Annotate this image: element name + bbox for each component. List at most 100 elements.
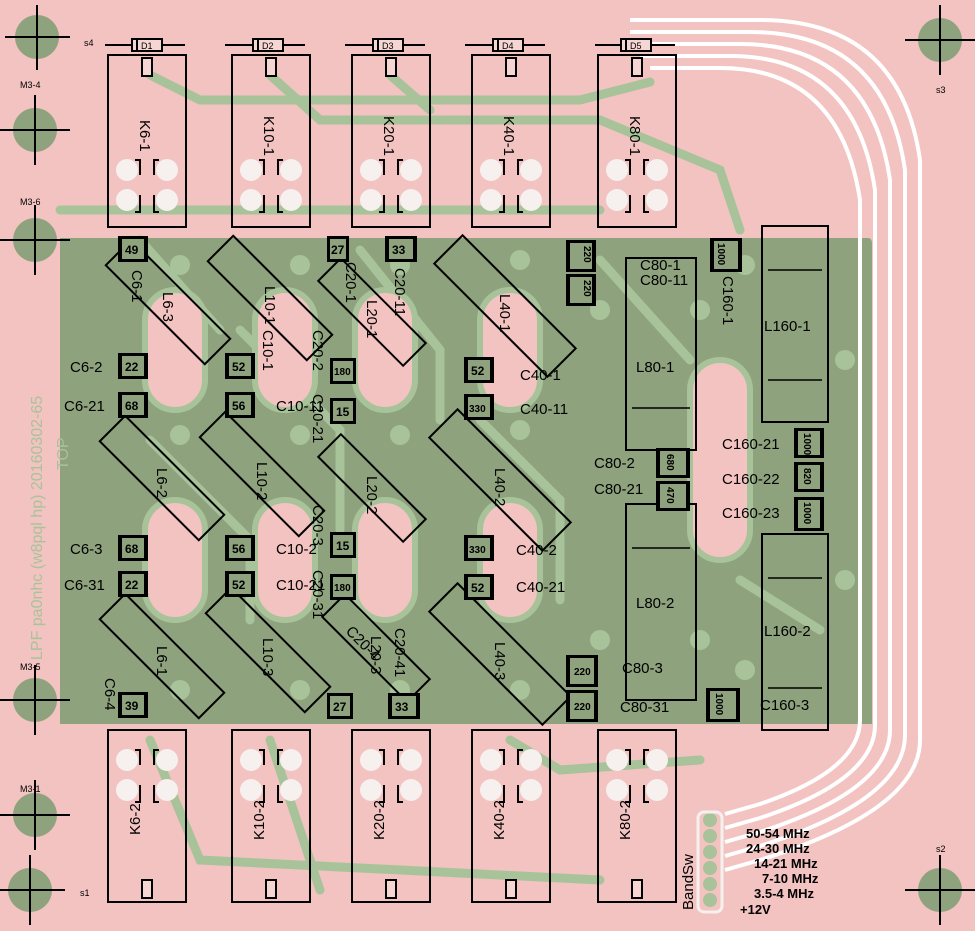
cap-label: C6-3 [70, 541, 103, 558]
svg-text:820: 820 [801, 468, 812, 485]
cap-label: C10-1 [259, 330, 276, 371]
inductor-l6-2: L6-2 [98, 414, 226, 542]
svg-text:1000: 1000 [715, 243, 726, 266]
bandsw-pin: 24-30 MHz [746, 841, 810, 856]
cap-c160-22: 820 [794, 462, 824, 492]
svg-text:K6-1: K6-1 [136, 120, 153, 152]
svg-text:L40-3: L40-3 [491, 642, 508, 680]
cap-label: C10-2 [276, 541, 317, 558]
mounting-hole [905, 5, 975, 75]
svg-text:D3: D3 [382, 41, 394, 51]
svg-text:33: 33 [395, 700, 409, 714]
cap-label: C20-1 [342, 262, 359, 303]
cap-label: C6-21 [64, 398, 105, 415]
svg-text:180: 180 [334, 367, 351, 378]
hole-label-s2: s2 [936, 844, 946, 854]
svg-text:52: 52 [471, 581, 485, 595]
cap-label: C160-21 [722, 436, 780, 453]
svg-text:180: 180 [334, 583, 351, 594]
cap-label: C160-1 [719, 276, 736, 325]
svg-text:L10-3: L10-3 [259, 638, 276, 676]
cap-label: C80-3 [622, 660, 663, 677]
cap-c20-41: 33 [388, 693, 420, 719]
cap-label: C20-11 [391, 268, 408, 316]
svg-text:L160-1: L160-1 [764, 318, 811, 335]
svg-text:K80-2: K80-2 [617, 800, 634, 840]
inductor-l40-1: L40-1 [432, 233, 578, 379]
cap-c10-21: 52 [225, 571, 255, 597]
cap-label: C40-21 [516, 579, 565, 596]
svg-text:27: 27 [333, 700, 347, 714]
svg-text:K10-1: K10-1 [260, 116, 277, 156]
inductor-l40-2: L40-2 [427, 407, 573, 553]
board-side-label: LPF pa0nhc (w8pql hp) 20160302-65 [29, 396, 46, 660]
cap-label: C80-31 [620, 699, 669, 716]
svg-text:52: 52 [232, 578, 246, 592]
cap-c6-1: 49 [118, 236, 148, 262]
svg-text:52: 52 [471, 364, 485, 378]
svg-text:L40-2: L40-2 [491, 468, 508, 506]
hole-label-s1: s1 [80, 888, 90, 898]
svg-text:1000: 1000 [713, 693, 724, 716]
svg-text:27: 27 [331, 243, 345, 257]
hole-label-s4: s4 [84, 38, 94, 48]
svg-text:K20-1: K20-1 [380, 116, 397, 156]
svg-text:L160-2: L160-2 [764, 623, 811, 640]
svg-text:68: 68 [125, 542, 139, 556]
bandsw-pin: +12V [740, 902, 771, 917]
svg-text:K6-2: K6-2 [127, 803, 144, 835]
cap-label: C80-21 [594, 481, 643, 498]
svg-text:220: 220 [581, 246, 592, 263]
svg-text:220: 220 [581, 280, 592, 297]
svg-text:33: 33 [392, 243, 406, 257]
cap-c160-1: 1000 [710, 238, 742, 272]
svg-text:K40-2: K40-2 [491, 800, 508, 840]
cap-c20-2: 180 [330, 358, 356, 384]
svg-text:220: 220 [574, 702, 591, 713]
inductor-l10-2: L10-2 [198, 410, 326, 538]
cap-label: C80-1 [640, 257, 681, 274]
svg-text:68: 68 [125, 399, 139, 413]
cap-c10-11: 56 [225, 392, 255, 418]
hole-label-m3-5: M3-5 [20, 662, 41, 672]
cap-label: C20-31 [309, 570, 326, 619]
cap-label: C10-11 [276, 398, 324, 415]
cap-c80-3: 220 [566, 655, 598, 687]
svg-text:D5: D5 [630, 41, 642, 51]
relay-k6-2: K6-2 [107, 729, 187, 903]
cap-c20-31: 180 [330, 574, 356, 600]
relay-k6-1: K6-1 [107, 54, 187, 228]
cap-label: C20-3 [309, 505, 326, 546]
mounting-hole [5, 5, 70, 70]
cap-label: C20-2 [309, 330, 326, 371]
relay-k10-1: K10-1 [231, 54, 311, 228]
svg-text:L80-2: L80-2 [636, 595, 674, 612]
cap-c20-1: 27 [327, 236, 349, 262]
svg-text:K40-1: K40-1 [500, 116, 517, 156]
bandsw-pin: 7-10 MHz [762, 871, 819, 886]
cap-c20-4: 27 [327, 693, 353, 719]
svg-text:L20-2: L20-2 [363, 476, 380, 514]
cap-c160-23: 1000 [794, 497, 824, 531]
mounting-hole [0, 780, 70, 850]
cap-c40-2: 330 [464, 535, 494, 561]
relay-k80-2: K80-2 [597, 729, 677, 903]
diode: D5 [595, 38, 675, 52]
cap-c10-1: 52 [225, 353, 255, 379]
mounting-hole [0, 95, 70, 165]
inductor-l10-3: L10-3 [204, 586, 332, 714]
cap-c6-31: 22 [118, 571, 148, 597]
cap-c40-1: 52 [464, 357, 494, 383]
svg-text:22: 22 [125, 360, 139, 374]
cap-label: C160-3 [760, 697, 809, 714]
svg-text:L40-1: L40-1 [496, 294, 513, 332]
relay-k10-2: K10-2 [231, 729, 311, 903]
slots [142, 287, 753, 623]
cap-c80-11: 220 [566, 274, 596, 306]
diode: D2 [225, 38, 305, 52]
cap-c40-21: 52 [464, 574, 494, 600]
diode: D1 [105, 38, 185, 52]
inductor-l20-3: L20-3 [320, 592, 432, 704]
svg-text:470: 470 [664, 487, 675, 504]
